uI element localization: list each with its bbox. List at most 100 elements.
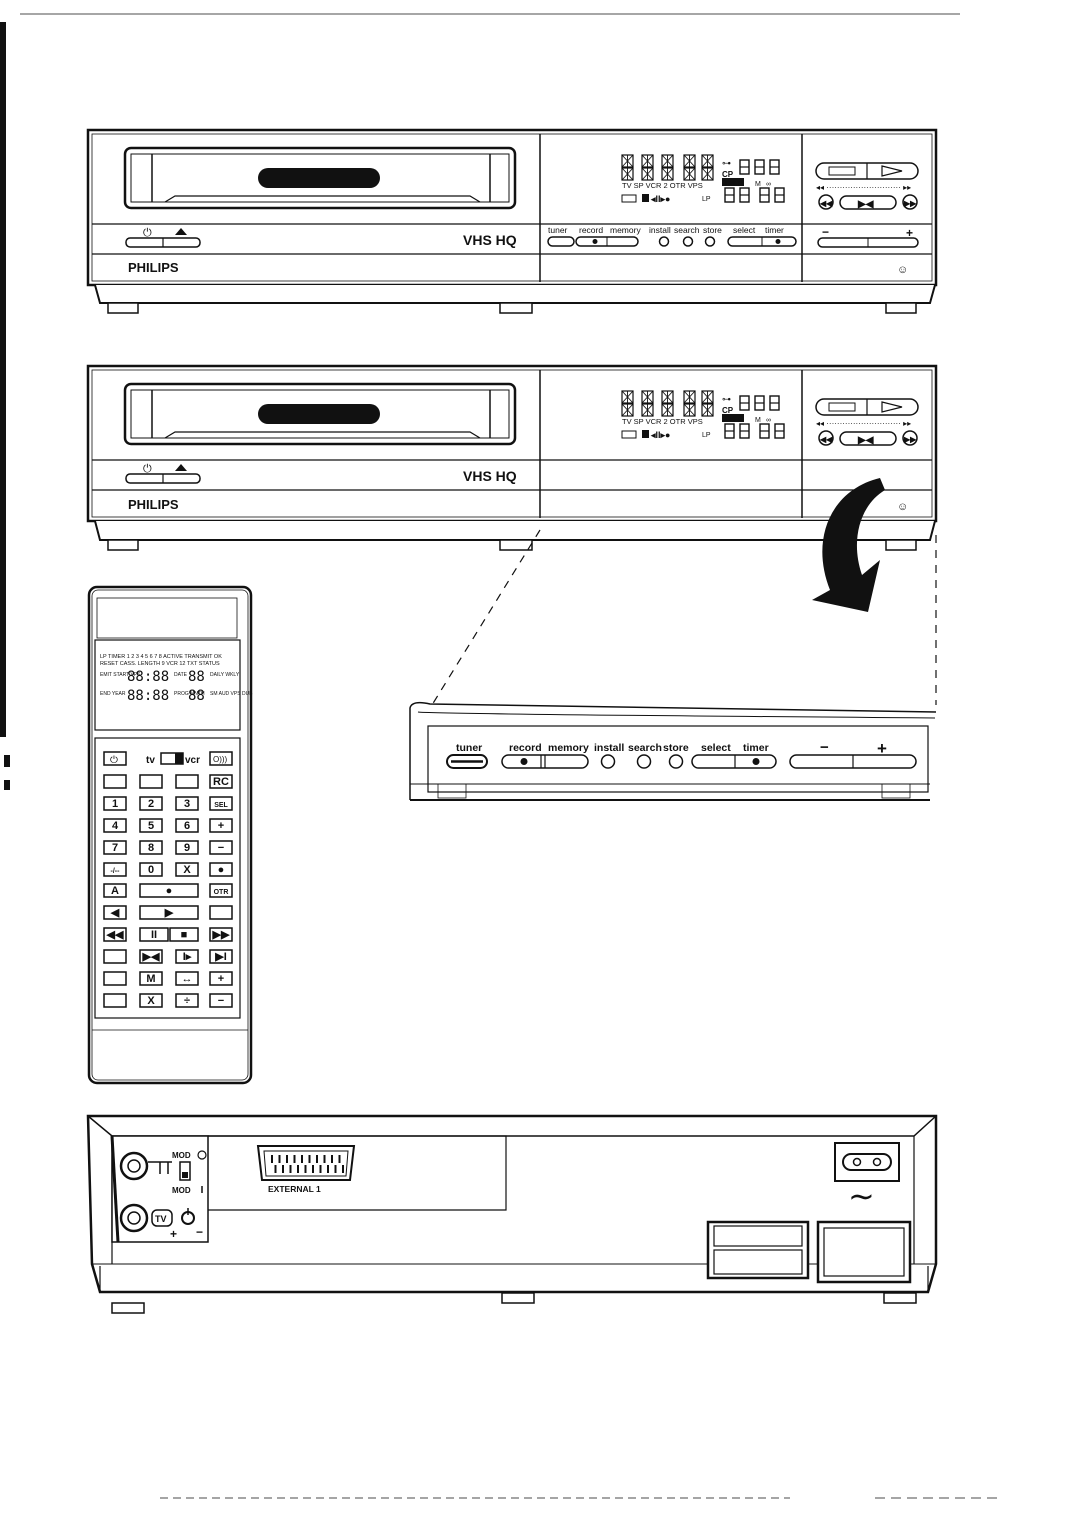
key-11[interactable] — [209, 840, 233, 855]
func-key-1-0[interactable] — [103, 971, 127, 986]
record-label: record — [509, 742, 542, 754]
stop-key-label: ■ — [181, 929, 188, 941]
key-13-label: 0 — [148, 864, 154, 876]
a-key-label: A — [111, 885, 119, 897]
play-key[interactable] — [139, 905, 199, 920]
search-label: search — [674, 225, 700, 235]
mains-socket[interactable] — [842, 1153, 892, 1171]
svg-text:∞: ∞ — [766, 417, 771, 424]
key-2[interactable] — [175, 796, 199, 811]
store-button[interactable] — [704, 236, 716, 247]
power-icon: ⏻ — [143, 227, 152, 239]
lcd-end-digits: 88:88 — [127, 688, 169, 704]
svg-text:▶▶: ▶▶ — [903, 199, 917, 208]
a-key[interactable] — [103, 883, 127, 898]
record-key[interactable] — [139, 883, 199, 898]
func-key-0-2-label: I▸ — [183, 951, 192, 963]
store-button[interactable] — [668, 754, 684, 769]
search-button[interactable] — [682, 236, 694, 247]
key-14[interactable] — [175, 862, 199, 877]
key-15[interactable] — [209, 862, 233, 877]
func-key-1-1-label: M — [146, 973, 155, 985]
install-label: install — [594, 742, 624, 754]
svg-text:☺: ☺ — [897, 501, 908, 513]
key-14-label: X — [183, 864, 191, 876]
stop-key[interactable] — [169, 927, 199, 942]
key-0[interactable] — [103, 796, 127, 811]
search-button[interactable] — [636, 754, 652, 769]
forward-icon — [902, 430, 918, 446]
func-key-0-1[interactable] — [139, 949, 163, 964]
select-label: select — [701, 742, 731, 754]
lcd-start-label: EMIT START VPS — [100, 672, 141, 678]
func-key-1-1[interactable] — [139, 971, 163, 986]
func-key-0-2[interactable] — [175, 949, 199, 964]
func-key-2-1[interactable] — [139, 993, 163, 1008]
key-5[interactable] — [139, 818, 163, 833]
svg-text:◂◂ ···························: ◂◂ ···························· ▸▸ — [816, 419, 911, 428]
tv-socket-label: TV — [155, 1214, 167, 1224]
play-icon — [881, 401, 903, 413]
func-key-1-3[interactable] — [209, 971, 233, 986]
lcd-date-label: DATE — [174, 672, 188, 678]
pause-still-icon: ▶◀ — [857, 435, 874, 446]
memory-label: memory — [548, 742, 589, 754]
search-back-key-label: ◀◀ — [106, 929, 124, 941]
pause-key[interactable] — [139, 927, 169, 942]
store-label: store — [663, 742, 689, 754]
cassette-key[interactable] — [175, 774, 199, 789]
cp-indicator: CP — [722, 170, 734, 179]
key-12[interactable] — [103, 862, 127, 877]
rewind-key[interactable] — [103, 905, 127, 920]
remote-control: LP TIMER 1 2 3 4 5 6 7 8 ACTIVE TRANSMIT… — [87, 585, 253, 1085]
philips-logo: PHILIPS — [128, 497, 179, 512]
func-key-0-3[interactable] — [209, 949, 233, 964]
key-3[interactable] — [209, 796, 233, 811]
func-key-0-0[interactable] — [103, 949, 127, 964]
tuner-button[interactable] — [547, 236, 575, 247]
vcr-label: vcr — [185, 755, 200, 766]
key-7[interactable] — [209, 818, 233, 833]
install-button[interactable] — [658, 236, 670, 247]
func-key-2-3[interactable] — [209, 993, 233, 1008]
mod-switch[interactable] — [179, 1161, 191, 1181]
transmit-key[interactable] — [209, 751, 233, 766]
key-5-label: 5 — [148, 820, 154, 832]
key-13[interactable] — [139, 862, 163, 877]
lp-indicator: LP — [702, 196, 711, 203]
key-6[interactable] — [175, 818, 199, 833]
mod-off-label: MOD — [172, 1186, 191, 1195]
search-fwd-key[interactable] — [209, 927, 233, 942]
minus-label: − — [820, 739, 829, 756]
lock-key[interactable] — [103, 774, 127, 789]
key-6-label: 6 — [184, 820, 190, 832]
open-flap-arrow — [812, 478, 885, 612]
svg-text:▶▶: ▶▶ — [903, 435, 917, 444]
key-15-label: ● — [218, 864, 225, 876]
install-button[interactable] — [600, 754, 616, 769]
store-label: store — [703, 225, 722, 235]
power-icon: ⏻ — [110, 755, 118, 766]
orc-key[interactable] — [209, 774, 233, 789]
power-icon: ⏻ — [143, 463, 152, 475]
lp-indicator: LP — [702, 432, 711, 439]
search-label: search — [628, 742, 662, 754]
standby-key[interactable] — [103, 751, 127, 766]
search-back-key[interactable] — [103, 927, 127, 942]
key-10[interactable] — [175, 840, 199, 855]
vcr-front-panel-open: ⏻ VHS HQ PHILIPS ⊶ CP TV SP VCR 2 OTR VP… — [86, 364, 938, 551]
timer-key[interactable] — [139, 774, 163, 789]
binding-mark — [4, 755, 10, 767]
func-key-1-2[interactable] — [175, 971, 199, 986]
select-timer-button[interactable] — [691, 754, 777, 769]
key-9[interactable] — [139, 840, 163, 855]
key-4[interactable] — [103, 818, 127, 833]
func-key-2-0[interactable] — [103, 993, 127, 1008]
otr-key[interactable] — [209, 883, 233, 898]
key-8[interactable] — [103, 840, 127, 855]
key-1[interactable] — [139, 796, 163, 811]
still-key[interactable] — [209, 905, 233, 920]
func-key-2-2[interactable] — [175, 993, 199, 1008]
